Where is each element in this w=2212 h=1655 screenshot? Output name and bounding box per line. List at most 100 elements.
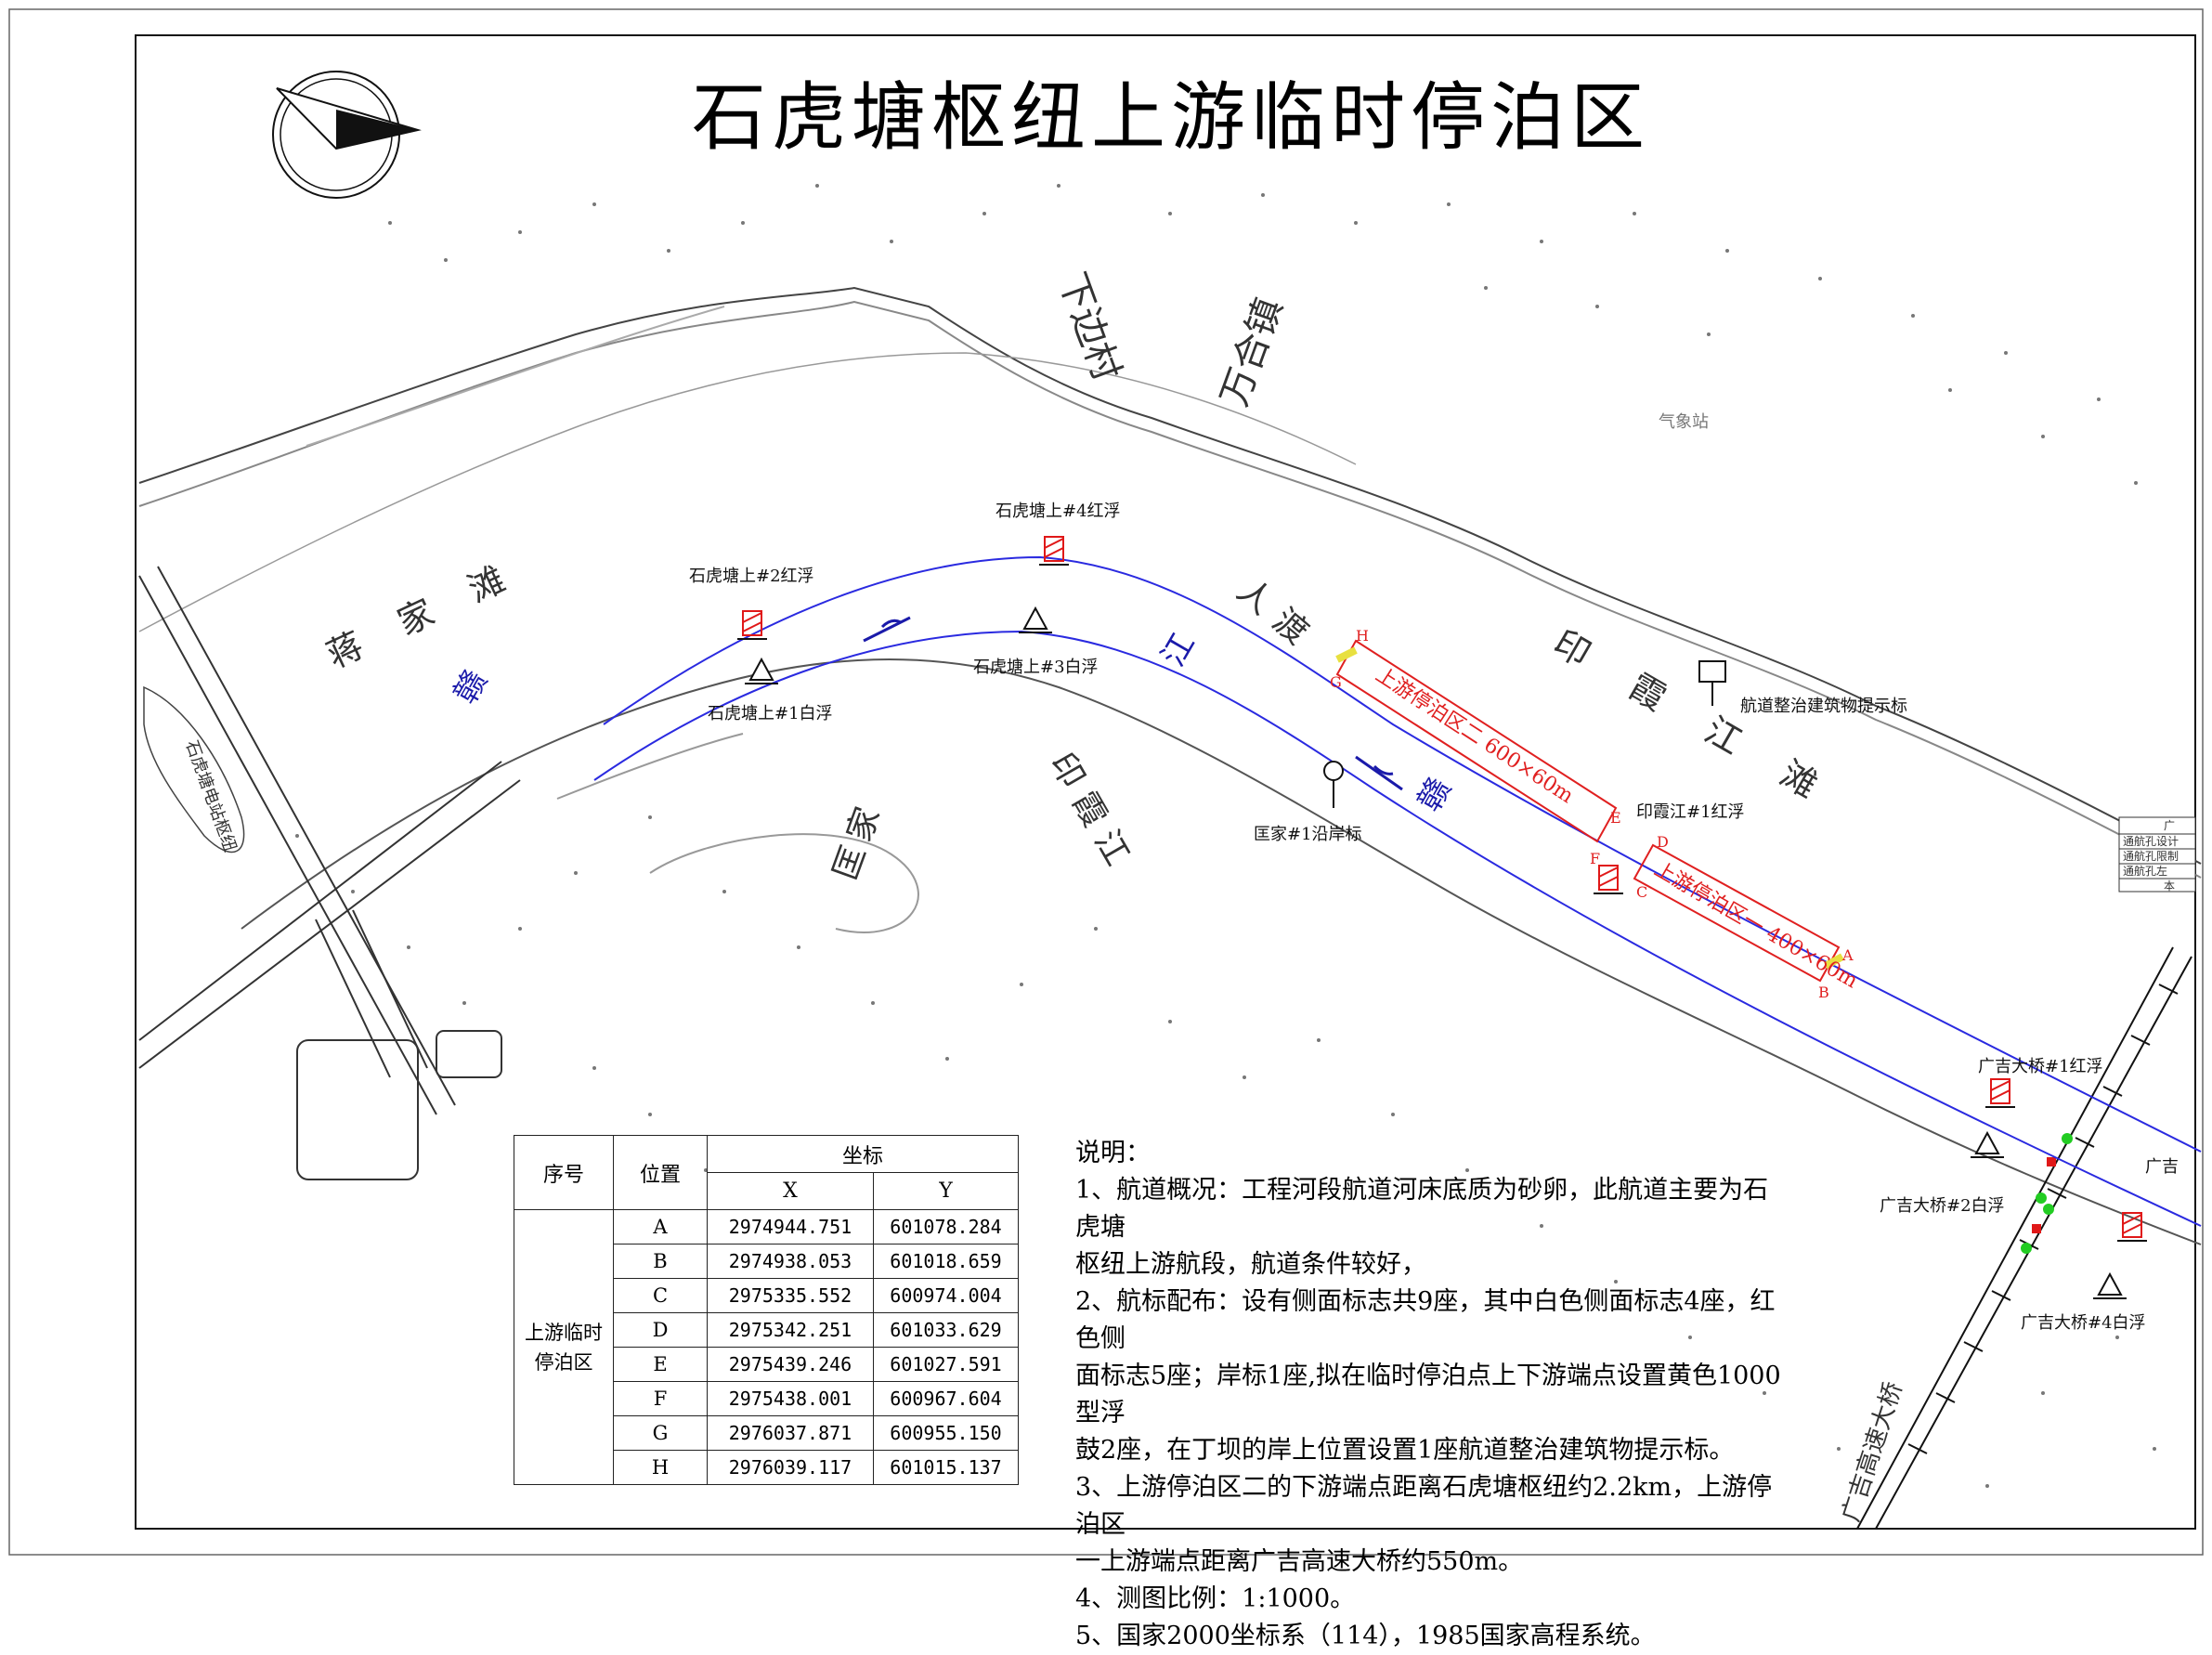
label-anchorage-2: 上游停泊区二 600×60m bbox=[1372, 663, 1578, 808]
row-pos: A bbox=[613, 1209, 708, 1245]
buoy-label-shihutang-4: 石虎塘上#4红浮 bbox=[995, 502, 1121, 521]
row-y: 600955.150 bbox=[873, 1415, 1019, 1451]
header-coordinate: 坐标 bbox=[707, 1135, 1019, 1173]
point-D: D bbox=[1657, 833, 1669, 851]
row-y: 601027.591 bbox=[873, 1347, 1019, 1382]
jiangjia-shoal-outline bbox=[138, 352, 1357, 632]
row-x: 2974944.751 bbox=[707, 1209, 874, 1245]
point-A: A bbox=[1841, 946, 1854, 964]
row-pos: D bbox=[613, 1312, 708, 1348]
legend-header: 广 bbox=[2164, 819, 2175, 832]
bridge-lights bbox=[2021, 1133, 2073, 1254]
label-jiangjia: 蒋家滩 bbox=[320, 541, 550, 676]
header-x: X bbox=[707, 1172, 874, 1210]
notes-line: 3、上游停泊区二的下游端点距离石虎塘枢纽约2.2km，上游停泊区 bbox=[1075, 1473, 1773, 1539]
north-bank bbox=[138, 286, 2202, 879]
legend-row3: 通航孔左 bbox=[2123, 864, 2167, 878]
point-G: G bbox=[1330, 673, 1342, 691]
group-label: 上游临时停泊区 bbox=[514, 1209, 614, 1485]
notes-heading: 说明： bbox=[1075, 1139, 1151, 1167]
shore-mark-icon bbox=[1323, 761, 1344, 808]
row-x: 2975342.251 bbox=[707, 1312, 874, 1348]
buoy-label-warning: 航道整治建筑物提示标 bbox=[1740, 697, 1907, 716]
header-position: 位置 bbox=[613, 1135, 708, 1210]
legend-row1: 通航孔设计 bbox=[2123, 834, 2179, 848]
label-xiabian: 下边村 bbox=[1050, 267, 1128, 386]
row-x: 2976039.117 bbox=[707, 1450, 874, 1485]
point-F: F bbox=[1590, 850, 1600, 867]
row-pos: C bbox=[613, 1278, 708, 1313]
row-x: 2974938.053 bbox=[707, 1244, 874, 1279]
legend-row2: 通航孔限制 bbox=[2123, 849, 2179, 863]
header-seq: 序号 bbox=[514, 1135, 614, 1210]
warning-sign-icon bbox=[1698, 660, 1726, 706]
row-x: 2975438.001 bbox=[707, 1381, 874, 1416]
white-buoy-icon bbox=[745, 606, 2127, 1299]
red-buoy-icon bbox=[737, 536, 2147, 1242]
flow-arrows bbox=[863, 616, 1403, 791]
label-weather-station: 气象站 bbox=[1659, 412, 1709, 432]
notes-line: 面标志5座；岸标1座,拟在临时停泊点上下游端点设置黄色1000型浮 bbox=[1075, 1362, 1781, 1427]
terrain-dots bbox=[295, 184, 2156, 1488]
legend-partial: 广 通航孔设计 通航孔限制 通航孔左 本 bbox=[2118, 816, 2196, 893]
notes-line: 鼓2座，在丁坝的岸上位置设置1座航道整治建筑物提示标。 bbox=[1075, 1436, 1735, 1465]
label-plant: 石虎塘电站枢纽 bbox=[181, 738, 240, 855]
point-H: H bbox=[1356, 627, 1369, 645]
notes-line: 一上游端点距离广吉高速大桥约550m。 bbox=[1075, 1547, 1524, 1576]
buoy-label-yinxiajiang: 印霞江#1红浮 bbox=[1636, 802, 1745, 822]
label-gan-1: 赣 bbox=[447, 664, 495, 710]
buoy-label-kuangjia: 匡家#1沿岸标 bbox=[1254, 825, 1362, 844]
buoy-label-shihutang-2: 石虎塘上#2红浮 bbox=[689, 567, 814, 586]
row-x: 2975335.552 bbox=[707, 1278, 874, 1313]
row-y: 601018.659 bbox=[873, 1244, 1019, 1279]
navigation-channel bbox=[593, 555, 2202, 1227]
label-wanhe: 万合镇 bbox=[1213, 293, 1291, 411]
guangji-bridge bbox=[1856, 946, 2192, 1530]
chart-map: 下边村 万合镇 蒋家滩 印霞江滩 印霞江 匡家 人渡 石虎塘电站枢纽 广吉高速大… bbox=[8, 8, 2204, 1556]
label-kuangjia: 匡家 bbox=[826, 795, 891, 885]
notes-line: 1、航道概况：工程河段航道河床底质为砂卵，此航道主要为石虎塘 bbox=[1075, 1176, 1769, 1242]
row-pos: G bbox=[613, 1415, 708, 1451]
row-y: 600967.604 bbox=[873, 1381, 1019, 1416]
anchorage-zone-1 bbox=[1633, 843, 1844, 983]
header-y: Y bbox=[873, 1172, 1019, 1210]
plant-island bbox=[143, 685, 245, 854]
row-pos: B bbox=[613, 1244, 708, 1279]
label-anchorage-1: 上游停泊区一 400×60m bbox=[1650, 858, 1862, 994]
anchorage-zone-2 bbox=[1335, 639, 1618, 843]
label-yinxiajiang-shoal: 印霞江滩 bbox=[1547, 622, 1870, 832]
buoy-label-guangji-4: 广吉大桥#4白浮 bbox=[2021, 1313, 2146, 1333]
label-yinxiajiang-left: 印霞江 bbox=[1042, 747, 1142, 881]
notes-line: 5、国家2000坐标系（114），1985国家高程系统。 bbox=[1075, 1622, 1656, 1650]
buoy-label-guangji-2: 广吉大桥#2白浮 bbox=[1880, 1196, 2005, 1216]
shihutang-dam bbox=[138, 566, 521, 1180]
legend-row4: 本 bbox=[2164, 880, 2175, 893]
notes-line: 枢纽上游航段，航道条件较好， bbox=[1075, 1250, 1426, 1279]
row-x: 2975439.246 bbox=[707, 1347, 874, 1382]
buoy-label-shihutang-3: 石虎塘上#3白浮 bbox=[973, 658, 1099, 677]
north-arrow-icon bbox=[272, 71, 422, 199]
buoy-label-shihutang-1: 石虎塘上#1白浮 bbox=[708, 704, 833, 723]
row-y: 601033.629 bbox=[873, 1312, 1019, 1348]
row-y: 601015.137 bbox=[873, 1450, 1019, 1485]
row-y: 601078.284 bbox=[873, 1209, 1019, 1245]
notes-line: 2、航标配布：设有侧面标志共9座，其中白色侧面标志4座，红色侧 bbox=[1075, 1287, 1776, 1353]
row-y: 600974.004 bbox=[873, 1278, 1019, 1313]
row-pos: E bbox=[613, 1347, 708, 1382]
notes-line: 4、测图比例：1:1000。 bbox=[1075, 1584, 1356, 1613]
map-border bbox=[135, 34, 2196, 1530]
label-bridge: 广吉高速大桥 bbox=[1837, 1379, 1908, 1526]
south-bank bbox=[241, 658, 2202, 1245]
buoy-label-guangji-partial: 广吉 bbox=[2145, 1157, 2179, 1177]
outer-border bbox=[8, 8, 2204, 1556]
map-title: 石虎塘枢纽上游临时停泊区 bbox=[692, 74, 1650, 161]
label-gan-2: 赣 bbox=[1411, 772, 1459, 817]
row-pos: H bbox=[613, 1450, 708, 1485]
row-pos: F bbox=[613, 1381, 708, 1416]
notes-block: 说明： 1、航道概况：工程河段航道河床底质为砂卵，此航道主要为石虎塘 枢纽上游航… bbox=[1075, 1135, 1790, 1655]
coordinate-table: 序号 位置 坐标 X Y 上游临时停泊区 A 2974944.751 60107… bbox=[514, 1135, 1019, 1485]
row-x: 2976037.871 bbox=[707, 1415, 874, 1451]
point-B: B bbox=[1818, 984, 1829, 1001]
buoy-label-guangji-1: 广吉大桥#1红浮 bbox=[1978, 1057, 2103, 1076]
point-E: E bbox=[1610, 809, 1621, 827]
